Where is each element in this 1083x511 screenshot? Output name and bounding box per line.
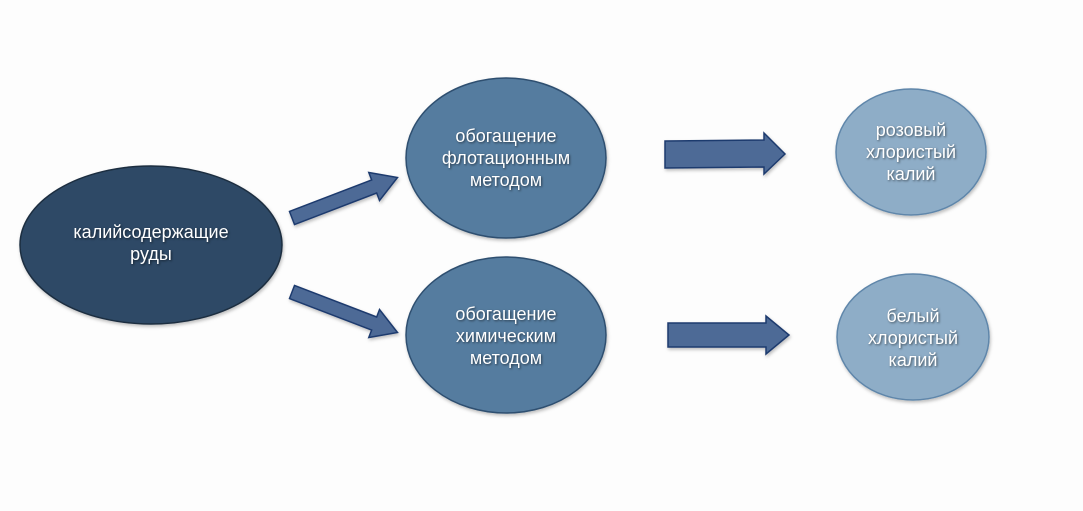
label-line: хлористый — [865, 142, 957, 162]
arrow-to-white-kcl — [667, 314, 791, 356]
label-line: химическим — [455, 326, 557, 346]
label-line: флотационным — [441, 148, 571, 168]
label-line: розовый — [875, 120, 947, 140]
label-line: калий — [886, 164, 936, 184]
arrow-to-chemical — [288, 284, 399, 339]
node-source-shape — [19, 165, 283, 325]
label-line: методом — [469, 348, 543, 368]
node-chemical-shape — [405, 256, 607, 414]
node-white-kcl-label: белый хлористый калий — [868, 305, 958, 371]
label-line: обогащение — [455, 126, 557, 146]
node-white-kcl-shape — [836, 273, 990, 401]
label-line: хлористый — [867, 328, 959, 348]
node-pink-kcl-label: розовый хлористый калий — [866, 119, 956, 185]
label-line: обогащение — [455, 304, 557, 324]
node-pink-kcl-shape — [835, 88, 987, 216]
label-line: калий — [888, 350, 938, 370]
label-line: калийсодержащие — [73, 222, 229, 242]
label-line: методом — [469, 170, 543, 190]
node-flotation-label: обогащение флотационным методом — [442, 125, 570, 191]
label-line: белый — [886, 306, 940, 326]
arrow-to-flotation — [288, 171, 399, 226]
label-line: руды — [130, 244, 172, 264]
node-chemical-label: обогащение химическим методом — [455, 303, 556, 369]
arrow-to-pink-kcl — [664, 131, 787, 176]
node-source-label: калийсодержащие руды — [73, 221, 228, 265]
node-flotation-shape — [405, 77, 607, 239]
